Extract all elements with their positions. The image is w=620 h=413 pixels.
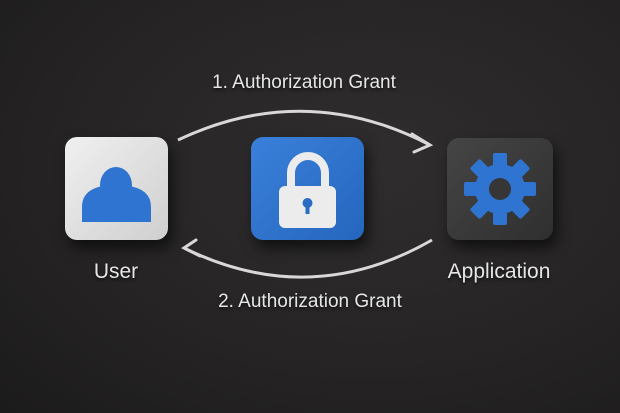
top-arrow-label: 1. Authorization Grant <box>212 72 396 93</box>
application-label: Application <box>447 260 551 283</box>
bottom-arrow <box>183 238 433 279</box>
bottom-arrow-label: 2. Authorization Grant <box>218 291 402 312</box>
user-label: User <box>93 260 139 283</box>
application-node <box>447 138 553 240</box>
user-node <box>65 137 168 240</box>
lock-node <box>251 137 364 240</box>
lock-icon <box>279 152 336 228</box>
top-arrow-head <box>410 132 434 154</box>
gear-icon <box>464 153 536 225</box>
bottom-arrow-head <box>181 238 202 258</box>
user-icon <box>82 167 151 222</box>
